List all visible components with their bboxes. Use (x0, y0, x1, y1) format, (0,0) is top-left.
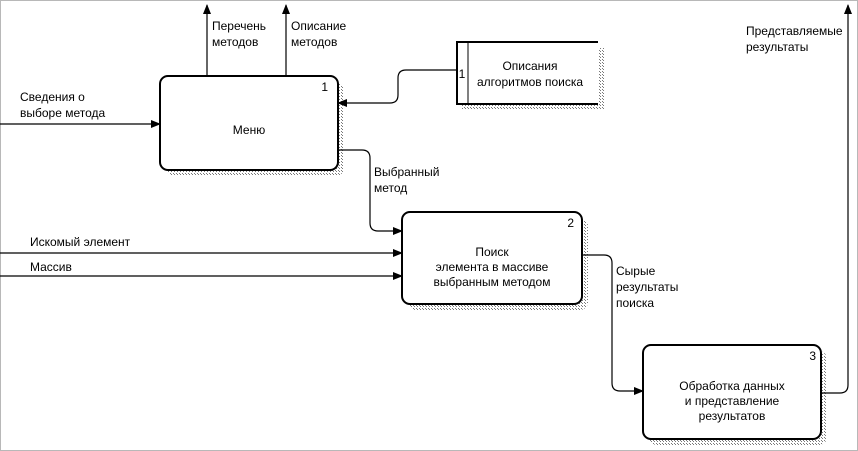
arrow-label-line-1: Сырые (616, 264, 656, 278)
store-label-line-1: Описания (502, 59, 557, 73)
data-store-algorithms[interactable]: 1 Описания алгоритмов поиска (456, 41, 604, 110)
arrow-datastore-to-menu[interactable] (337, 69, 456, 107)
arrow-label-line-2: метод (374, 181, 407, 195)
activity-box-processing[interactable]: 3 Обработка данных и представление резул… (642, 344, 827, 445)
arrow-label-line-2: результаты (616, 280, 678, 294)
arrow-method-list[interactable]: Перечень методов (203, 4, 266, 76)
arrow-method-selection-input[interactable]: Сведения о выборе метода (0, 90, 161, 128)
box-label: Меню (233, 123, 265, 137)
box-label-line-2: элемента в массиве (436, 260, 549, 274)
arrow-label-line-2: результаты (746, 40, 808, 54)
activity-box-search[interactable]: 2 Поиск элемента в массиве выбранным мет… (401, 211, 588, 310)
arrow-label-line-1: Представляемые (746, 24, 843, 38)
arrow-label-line-1: Описание (291, 19, 347, 33)
store-number: 1 (459, 67, 466, 81)
store-label-line-2: алгоритмов поиска (477, 75, 583, 89)
arrow-label-line-2: методов (212, 35, 258, 49)
arrow-selected-method[interactable]: Выбранный метод (338, 149, 439, 235)
arrow-method-description[interactable]: Описание методов (282, 4, 347, 76)
box-number: 1 (321, 80, 328, 94)
box-label-line-1: Поиск (475, 245, 509, 259)
box-number: 2 (567, 216, 574, 230)
arrow-array-input[interactable]: Массив (0, 260, 403, 280)
arrow-label-line-2: методов (291, 35, 337, 49)
arrow-label: Массив (30, 260, 72, 274)
activity-box-menu[interactable]: 1 Меню (159, 75, 344, 176)
arrow-label-line-1: Выбранный (374, 165, 439, 179)
arrow-label-line-2: выборе метода (20, 106, 106, 120)
arrow-raw-results[interactable]: Сырые результаты поиска (582, 254, 678, 395)
arrow-label: Искомый элемент (30, 235, 131, 249)
box-label-line-1: Обработка данных (679, 379, 784, 393)
box-label-line-2: и представление (685, 394, 780, 408)
arrow-search-element-input[interactable]: Искомый элемент (0, 235, 403, 257)
box-number: 3 (809, 349, 816, 363)
arrow-presented-results[interactable]: Представляемые результаты (746, 4, 852, 394)
arrow-label-line-3: поиска (616, 296, 654, 310)
arrow-label-line-1: Сведения о (20, 90, 85, 104)
box-label-line-3: выбранным методом (434, 275, 551, 289)
box-label-line-3: результатов (699, 409, 766, 423)
arrow-label-line-1: Перечень (212, 19, 266, 33)
